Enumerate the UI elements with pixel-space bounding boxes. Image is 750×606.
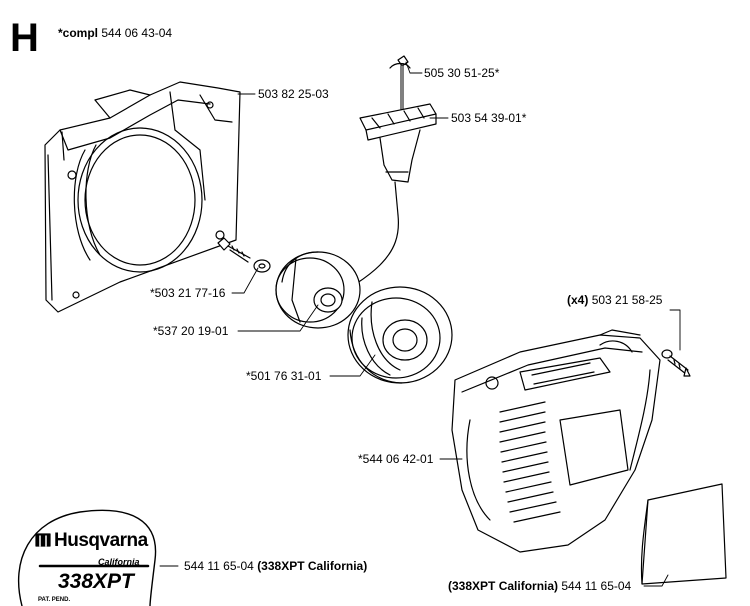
decal-right-drawing — [640, 483, 727, 585]
label-rope-pulley: *537 20 19-01 — [153, 324, 229, 338]
starter-cover-drawing — [451, 329, 661, 553]
decal-sub: California — [98, 557, 140, 567]
label-decal-right: (338XPT California) 544 11 65-04 — [448, 579, 631, 593]
complete-assembly-label: *compl 544 06 43-04 — [58, 26, 172, 40]
decal-patent: PAT. PEND. — [38, 597, 71, 603]
screw-drawing — [217, 237, 271, 273]
screws-qty: (x4) — [567, 293, 589, 307]
leader-lines — [159, 61, 681, 587]
cover-screw-drawing — [661, 349, 691, 377]
compl-prefix: *compl — [58, 26, 99, 40]
decal-left-number: 544 11 65-04 — [184, 559, 254, 573]
decal-left-oval — [17, 509, 157, 606]
label-fan-housing: 503 82 25-03 — [258, 87, 329, 101]
label-cover-screws: (x4) 503 21 58-25 — [567, 293, 662, 307]
compl-number: 544 06 43-04 — [101, 26, 173, 40]
label-spring-cassette: *501 76 31-01 — [246, 369, 322, 383]
spring-cassette-drawing — [347, 286, 453, 384]
fan-housing-drawing — [44, 81, 241, 313]
label-decal-left: 544 11 65-04 (338XPT California) — [184, 559, 367, 573]
rope-pulley-drawing — [275, 251, 361, 329]
label-starter-cover: *544 06 42-01 — [358, 452, 434, 466]
label-rope-grip-pin: 505 30 51-25* — [424, 66, 500, 80]
decal-left-model: (338XPT California) — [257, 559, 368, 573]
section-letter: H — [10, 16, 39, 60]
decal-right-number: 544 11 65-04 — [561, 579, 632, 593]
decal-right-model: (338XPT California) — [448, 579, 559, 593]
screws-number: 503 21 58-25 — [591, 293, 663, 307]
decal-model: 338XPT — [58, 570, 134, 593]
label-screw: *503 21 77-16 — [150, 286, 226, 300]
rope-handle-drawing — [344, 55, 437, 293]
label-rope-handle: 503 54 39-01* — [451, 111, 527, 125]
decal-brand: Husqvarna — [54, 530, 148, 551]
